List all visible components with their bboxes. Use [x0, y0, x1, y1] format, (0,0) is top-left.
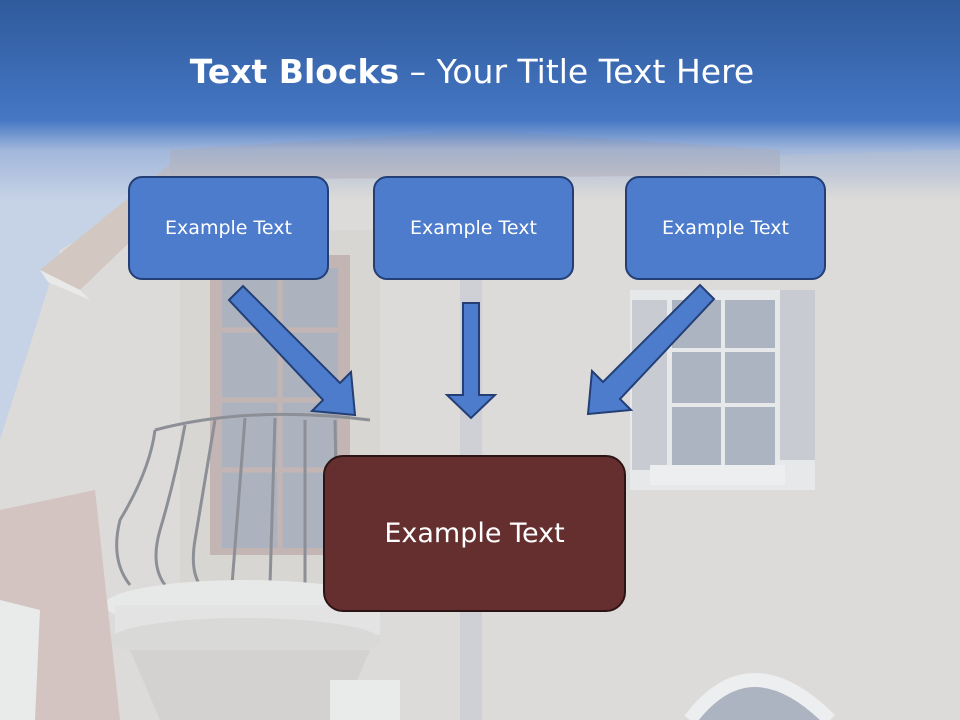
text-block-top-right-label: Example Text — [662, 217, 789, 239]
text-block-top-right[interactable]: Example Text — [625, 176, 826, 280]
slide-title: Text Blocks – Your Title Text Here — [0, 52, 944, 91]
text-block-top-center[interactable]: Example Text — [373, 176, 574, 280]
arrow-right-diagonal — [586, 283, 716, 416]
title-band — [0, 0, 960, 200]
title-bold-part: Text Blocks — [189, 52, 400, 91]
title-rest-part: Your Title Text Here — [436, 52, 755, 91]
text-block-top-center-label: Example Text — [410, 217, 537, 239]
text-block-top-left[interactable]: Example Text — [128, 176, 329, 280]
text-block-top-left-label: Example Text — [165, 217, 292, 239]
arrow-center-down — [444, 302, 498, 420]
text-block-main-label: Example Text — [384, 518, 565, 549]
arrow-left-diagonal — [227, 284, 357, 417]
title-separator: – — [399, 52, 437, 91]
text-block-main[interactable]: Example Text — [323, 455, 626, 612]
